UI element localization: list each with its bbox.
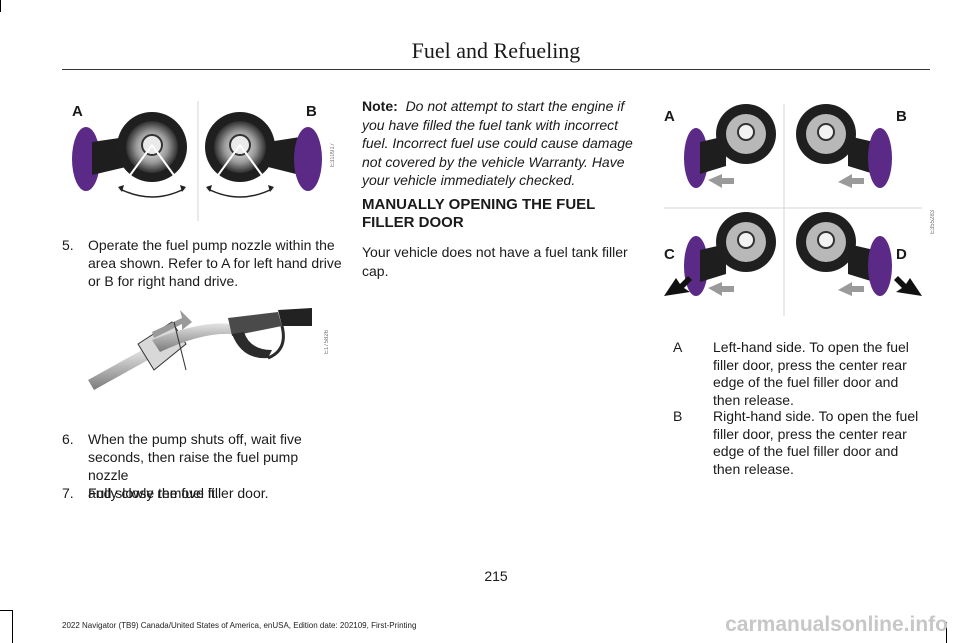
header-divider (62, 69, 930, 70)
body-paragraph: Your vehicle does not have a fuel tank f… (362, 243, 634, 280)
legend-text-line: filler door, press the center rear (713, 356, 907, 373)
legend-text-line: then release. (713, 460, 794, 477)
step-number: 6. (62, 431, 74, 447)
figure-label-b: B (306, 103, 317, 120)
legend-text-line: filler door, press the center rear (713, 425, 907, 442)
legend-key: B (673, 408, 683, 424)
note-label: Note: (362, 98, 398, 114)
figure-code: E355283 (930, 210, 936, 235)
page-title: Fuel and Refueling (411, 38, 581, 63)
fuel-nozzle-illustration (88, 308, 312, 390)
figure-label-a: A (664, 108, 675, 125)
section-heading: MANUALLY OPENING THE FUEL FILLER DOOR (362, 196, 632, 232)
fuel-nozzle-figure: E175826 (82, 300, 330, 400)
step-text-line: area shown. Refer to A for left hand dri… (88, 255, 342, 271)
step-text-line: and slowly remove it. (88, 485, 219, 501)
step-text-line: seconds, then raise the fuel pump nozzle (88, 449, 299, 483)
figure-label-d: D (896, 246, 907, 263)
note-text-line: Do not attempt to start the engine if (405, 98, 625, 114)
step-text-line: Fully close the fuel filler door. (88, 485, 269, 501)
figure-label-a: A (72, 103, 83, 120)
crop-mark (946, 622, 947, 643)
crop-mark (0, 0, 1, 12)
section-heading-line: MANUALLY OPENING THE FUEL (362, 196, 596, 213)
step-text-line: Operate the fuel pump nozzle within the (88, 237, 335, 253)
note-text-line: your vehicle immediately checked. (362, 172, 576, 188)
edition-footer: 2022 Navigator (TB9) Canada/United State… (62, 621, 417, 630)
legend-text-line: edge of the fuel filler door and (713, 443, 899, 459)
fuel-door-open-figure: A B C D E355283 (660, 100, 936, 320)
page-number: 215 (484, 568, 508, 584)
crop-mark (12, 610, 13, 643)
note-text-line: fuel. Incorrect fuel use could cause dam… (362, 135, 633, 151)
figure-label-c: C (664, 246, 675, 263)
note-text-line: you have filled the fuel tank with incor… (362, 116, 619, 133)
step-number: 5. (62, 237, 74, 253)
figure-code: E175826 (324, 330, 330, 355)
section-heading-line: FILLER DOOR (362, 214, 464, 231)
nozzle-zone-figure: A B E310917 (62, 97, 336, 225)
paragraph-line: Your vehicle does not have a fuel tank f… (362, 244, 628, 260)
step-text-line: or B for right hand drive. (88, 273, 239, 289)
watermark: carmanualsonline.info (725, 613, 948, 636)
figure-label-b: B (896, 108, 907, 125)
fuel-door-shape (294, 127, 322, 191)
step-number: 7. (62, 485, 74, 501)
legend-key: A (673, 339, 683, 355)
legend-text-line: Right-hand side. To open the fuel (713, 408, 919, 424)
legend-text-line: edge of the fuel filler door and (713, 374, 899, 390)
figure-code: E310917 (330, 143, 336, 168)
crop-mark (0, 610, 12, 611)
step-text-line: When the pump shuts off, wait five (88, 431, 302, 447)
note-text-line: not covered by the vehicle Warranty. Hav… (362, 153, 625, 170)
legend-text-line: then release. (713, 391, 794, 408)
legend-text-line: Left-hand side. To open the fuel (713, 339, 909, 355)
paragraph-line: cap. (362, 262, 389, 279)
fuel-door-open-diagram (664, 104, 922, 316)
warranty-note: Note: Do not attempt to start the engine… (362, 97, 634, 190)
nozzle-zone-diagram (72, 101, 322, 221)
